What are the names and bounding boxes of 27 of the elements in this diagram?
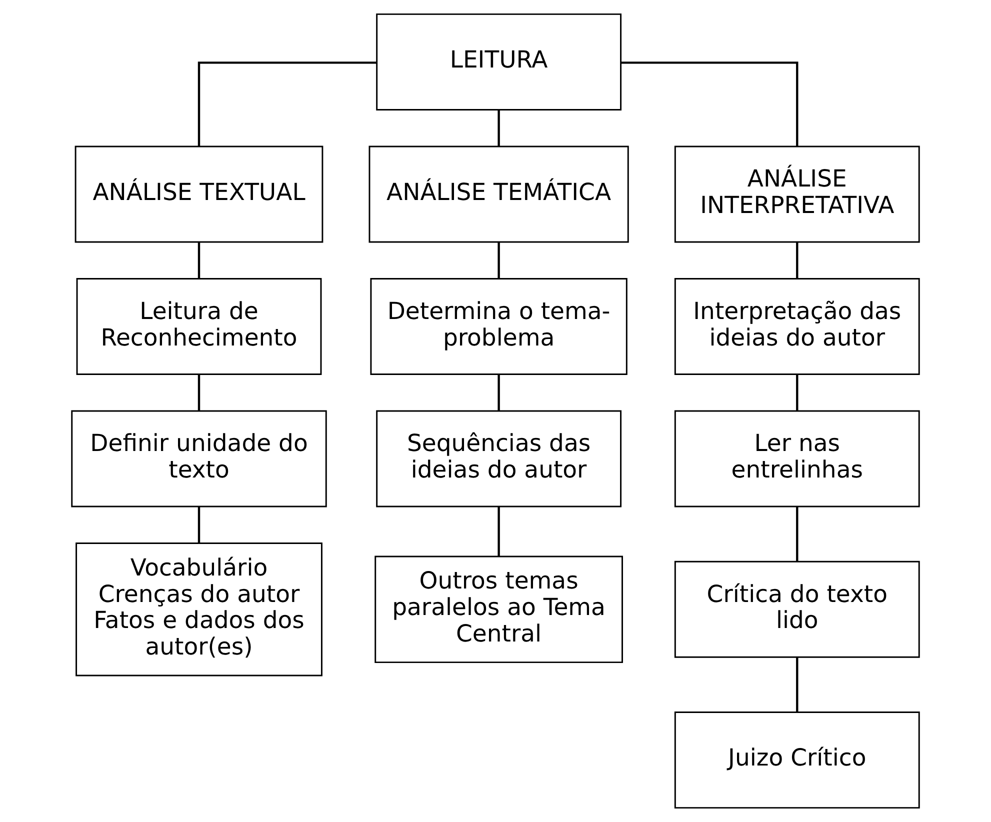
connector bbox=[498, 110, 500, 146]
node-box: ANÁLISE TEMÁTICA bbox=[368, 146, 629, 243]
node-box: Leitura de Reconhecimento bbox=[76, 278, 322, 375]
node-box: Outros temas paralelos ao Tema Central bbox=[374, 556, 623, 664]
node-box: Definir unidade do texto bbox=[71, 410, 327, 508]
node-box: Vocabulário Crenças do autor Fatos e dados dos autor(es) bbox=[76, 542, 322, 676]
node-box: Interpretação das ideias do autor bbox=[674, 278, 920, 375]
connector bbox=[796, 657, 798, 712]
node-box: Determina o tema-problema bbox=[370, 278, 628, 375]
connector bbox=[198, 62, 376, 146]
connector bbox=[621, 62, 798, 146]
node-box: LEITURA bbox=[376, 13, 622, 110]
connector bbox=[498, 242, 500, 279]
node-box: ANÁLISE INTERPRETATIVA bbox=[674, 146, 920, 243]
connector bbox=[198, 242, 200, 279]
node-box: ANÁLISE TEXTUAL bbox=[74, 146, 324, 243]
node-box: Crítica do texto lido bbox=[674, 560, 920, 658]
node-box: Ler nas entrelinhas bbox=[674, 410, 920, 508]
connector bbox=[796, 506, 798, 562]
connector bbox=[198, 506, 200, 544]
node-box: Sequências das ideias do autor bbox=[376, 410, 622, 508]
connector bbox=[498, 506, 500, 556]
connector bbox=[198, 374, 200, 411]
connector bbox=[498, 374, 500, 411]
connector bbox=[796, 374, 798, 411]
node-box: Juizo Crítico bbox=[674, 712, 920, 809]
connector bbox=[796, 242, 798, 279]
